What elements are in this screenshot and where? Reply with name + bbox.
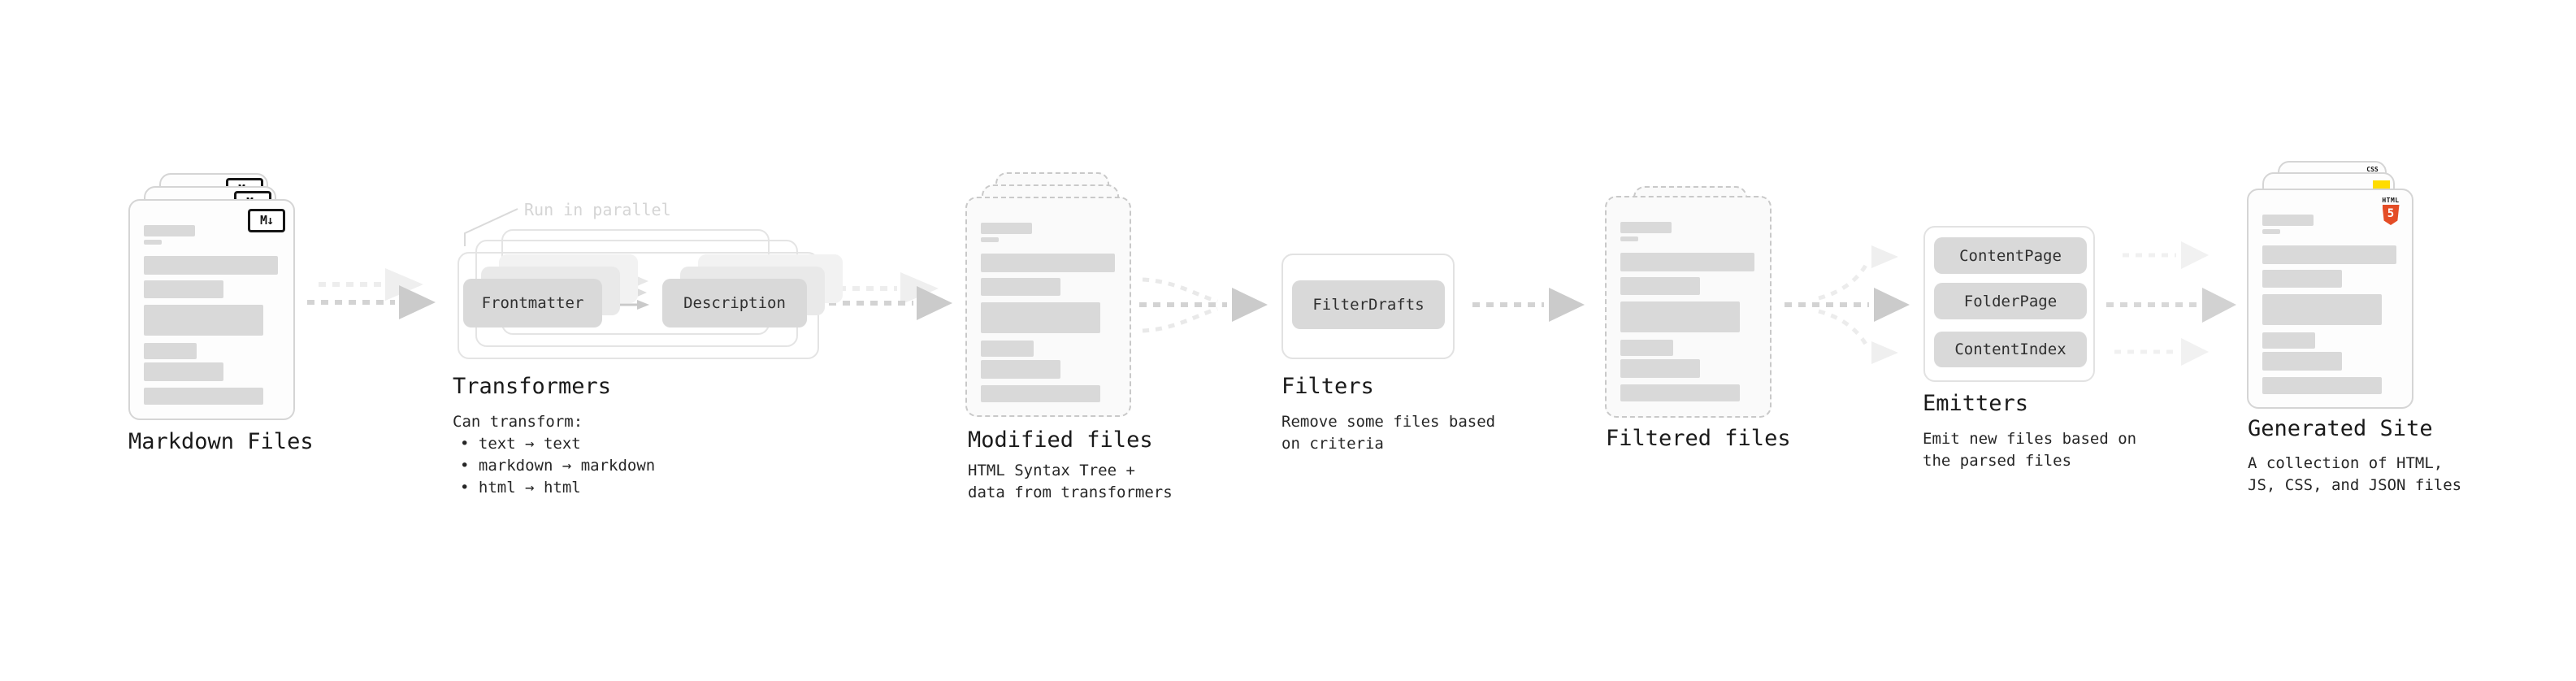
text-line-bar: [2262, 229, 2280, 234]
text-line-bar: [2262, 215, 2314, 226]
stage-title-emitters: Emitters: [1923, 391, 2029, 416]
file-card: HTML 5: [2247, 189, 2413, 409]
description-line: on criteria: [1281, 435, 1384, 453]
transformers-description: Can transform:: [453, 413, 583, 431]
file-content-placeholder: [144, 225, 285, 410]
html5-icon: HTML 5: [2381, 197, 2400, 225]
file-card: [1605, 196, 1772, 418]
filter-node-filterdrafts: FilterDrafts: [1292, 280, 1445, 329]
markdown-icon: M↓: [248, 209, 285, 232]
emitter-node-folderpage: FolderPage: [1934, 283, 2087, 319]
html5-icon-label: HTML: [2382, 197, 2400, 204]
javascript-icon: [2373, 180, 2390, 189]
text-line-bar: [1620, 277, 1700, 295]
description-line: data from transformers: [968, 484, 1173, 501]
transformer-node-description: Description: [662, 279, 807, 327]
text-line-bar: [1620, 222, 1672, 233]
text-line-bar: [1620, 359, 1700, 378]
emitters-description: Emit new files based on the parsed files: [1923, 428, 2136, 472]
text-line-bar: [1620, 236, 1638, 241]
transformer-node-frontmatter: Frontmatter: [463, 279, 602, 327]
file-card: M↓: [128, 199, 295, 420]
html5-icon-number: 5: [2387, 207, 2395, 220]
text-line-bar: [981, 385, 1100, 402]
text-line-bar: [144, 388, 263, 405]
file-content-placeholder: [1620, 222, 1762, 408]
text-line-bar: [144, 362, 223, 381]
text-line-bar: [981, 278, 1060, 296]
text-line-bar: [2262, 352, 2342, 371]
text-line-bar: [2262, 270, 2342, 288]
bullet-item: • text → text: [460, 435, 581, 453]
generated-site-stack: CSS HTML 5: [2247, 161, 2414, 410]
text-line-bar: [144, 280, 223, 298]
file-card: [965, 197, 1131, 417]
text-line-bar: [2262, 294, 2382, 325]
stage-title-filters: Filters: [1281, 374, 1374, 399]
text-line-bar: [981, 302, 1100, 333]
modified-files-stack: [965, 172, 1133, 418]
text-line-bar: [981, 254, 1115, 272]
file-content-placeholder: [2262, 215, 2404, 399]
generated-site-description: A collection of HTML, JS, CSS, and JSON …: [2248, 453, 2461, 497]
filters-description: Remove some files based on criteria: [1281, 411, 1495, 455]
flow-arrow-emitters-to-generated: [2106, 241, 2236, 366]
stage-title-markdown-files: Markdown Files: [128, 429, 314, 454]
description-line: A collection of HTML,: [2248, 454, 2444, 472]
text-line-bar: [1620, 253, 1754, 271]
text-line-bar: [981, 340, 1034, 357]
run-in-parallel-annotation: Run in parallel: [524, 200, 671, 219]
text-line-bar: [981, 237, 999, 242]
flow-arrow-filters-to-filtered: [1472, 288, 1585, 322]
description-line: Emit new files based on: [1923, 430, 2137, 448]
html5-icon-shield: 5: [2382, 205, 2400, 225]
description-line: the parsed files: [1923, 452, 2072, 470]
emitter-node-contentindex: ContentIndex: [1934, 332, 2087, 367]
filtered-files-stack: [1605, 186, 1772, 418]
description-line: JS, CSS, and JSON files: [2248, 476, 2462, 494]
text-line-bar: [2262, 332, 2315, 349]
stage-title-filtered-files: Filtered files: [1606, 426, 1791, 451]
file-content-placeholder: [981, 223, 1121, 407]
css-icon-label: CSS: [2366, 166, 2379, 173]
text-line-bar: [2262, 245, 2396, 264]
description-line: HTML Syntax Tree +: [968, 462, 1135, 479]
stage-title-transformers: Transformers: [453, 374, 612, 399]
text-line-bar: [1620, 301, 1740, 332]
text-line-bar: [981, 223, 1032, 234]
flow-arrow-markdown-to-transformers: [307, 268, 436, 319]
text-line-bar: [1620, 384, 1740, 401]
stage-title-generated-site: Generated Site: [2248, 416, 2433, 441]
text-line-bar: [144, 343, 197, 359]
flow-arrow-filtered-to-emitters: [1785, 245, 1910, 364]
text-line-bar: [981, 360, 1060, 379]
text-line-bar: [2262, 377, 2382, 394]
stage-title-modified-files: Modified files: [968, 427, 1153, 453]
description-line: Remove some files based: [1281, 413, 1496, 431]
text-line-bar: [1620, 340, 1673, 356]
bullet-item: • html → html: [460, 479, 581, 497]
markdown-files-stack: M↓ M↓ M↓: [128, 173, 296, 421]
bullet-item: • markdown → markdown: [460, 457, 656, 475]
text-line-bar: [144, 256, 278, 275]
text-line-bar: [144, 240, 162, 245]
text-line-bar: [144, 305, 263, 336]
annotation-connector-line: [464, 208, 518, 246]
flow-arrow-transformers-to-modified: [829, 272, 952, 320]
flow-arrow-modified-to-filters: [1139, 277, 1268, 333]
transformers-bullets: • text → text • markdown → markdown • ht…: [460, 433, 655, 499]
modified-files-description: HTML Syntax Tree + data from transformer…: [968, 460, 1173, 504]
text-line-bar: [144, 225, 195, 236]
emitter-node-contentpage: ContentPage: [1934, 237, 2087, 274]
